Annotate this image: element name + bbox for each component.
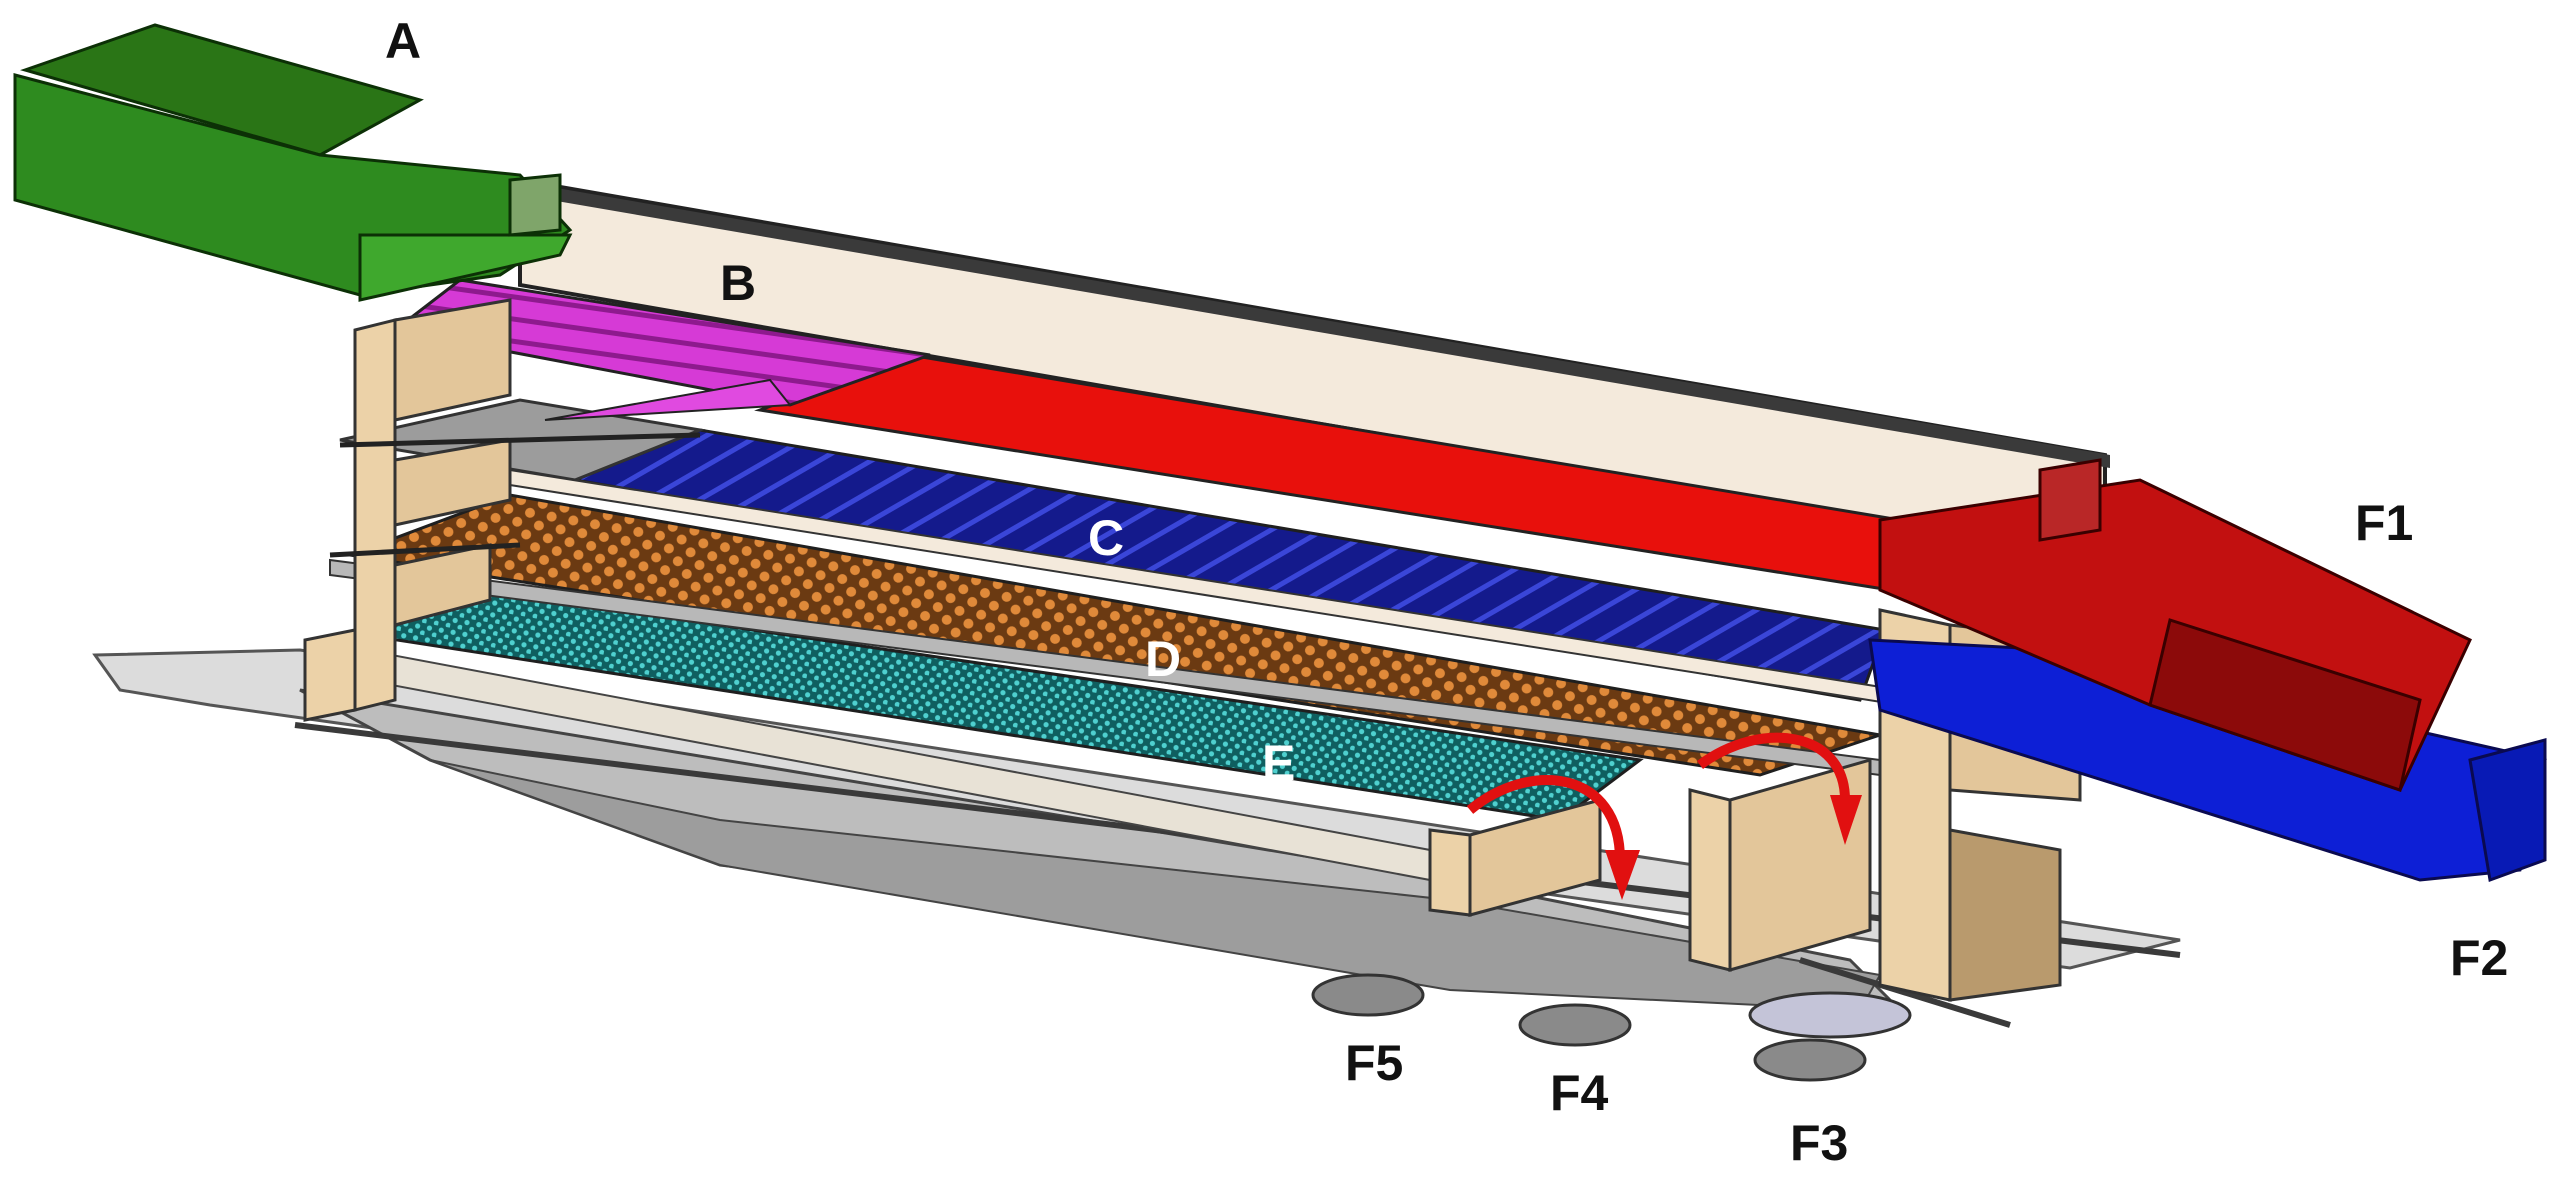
outlet-f2: [1868, 638, 2547, 883]
label-f5: F5: [1345, 1035, 1403, 1091]
label-a: A: [385, 13, 421, 69]
label-e: E: [1262, 735, 1295, 791]
flow-arrow-e-icon: [1466, 775, 1625, 861]
rail-rear: [1799, 957, 2011, 1028]
label-f1: F1: [2355, 495, 2413, 551]
front-tray-panel: [1468, 798, 1602, 917]
outlet-f2-mouth: [2468, 738, 2547, 883]
hopper-a-spout: [358, 233, 573, 302]
label-f3: F3: [1790, 1115, 1848, 1171]
screen-b-deflector: [544, 378, 792, 421]
left-panel-1: [393, 298, 512, 422]
hopper-a-mount: [508, 173, 562, 237]
screen-b: [391, 278, 931, 407]
outlet-f1-flange: [2038, 458, 2102, 542]
left-shelf-1: [339, 432, 701, 448]
left-shelf-2: [329, 542, 521, 558]
left-post-upper: [353, 318, 397, 712]
mid-tray-panel: [1728, 758, 1872, 972]
label-b: B: [720, 255, 756, 311]
lower-hopper-shadow: [429, 759, 1882, 1012]
front-tray-post: [1428, 828, 1472, 917]
mid-tray-post: [1688, 788, 1732, 972]
left-frame: [303, 298, 701, 722]
outlet-f3-flange: [1748, 991, 1912, 1039]
flow-arrow-d-icon: [1697, 732, 1850, 801]
left-panel-4: [303, 628, 357, 722]
flow-arrow-e-head-icon: [1605, 850, 1640, 900]
top-beam: [510, 180, 2110, 468]
outlet-f5-spout: [1311, 973, 1425, 1017]
hopper-a-back: [20, 23, 424, 157]
outlet-f3-spout: [1753, 1038, 1867, 1082]
right-panel-lower: [1948, 828, 2062, 1002]
outlet-f4-spout: [1518, 1003, 1632, 1047]
outlet-f1-side: [2148, 618, 2422, 792]
hopper-a: [13, 23, 573, 302]
label-f2: F2: [2450, 930, 2508, 986]
label-d: D: [1145, 631, 1181, 687]
flow-arrow-d-head-icon: [1830, 795, 1862, 845]
left-panel-3: [393, 543, 492, 627]
label-c: C: [1088, 510, 1124, 566]
flow-arrows: [1466, 732, 1862, 900]
outlet-f1: [1878, 458, 2472, 792]
left-panel-2: [393, 438, 512, 527]
label-f4: F4: [1550, 1065, 1609, 1121]
